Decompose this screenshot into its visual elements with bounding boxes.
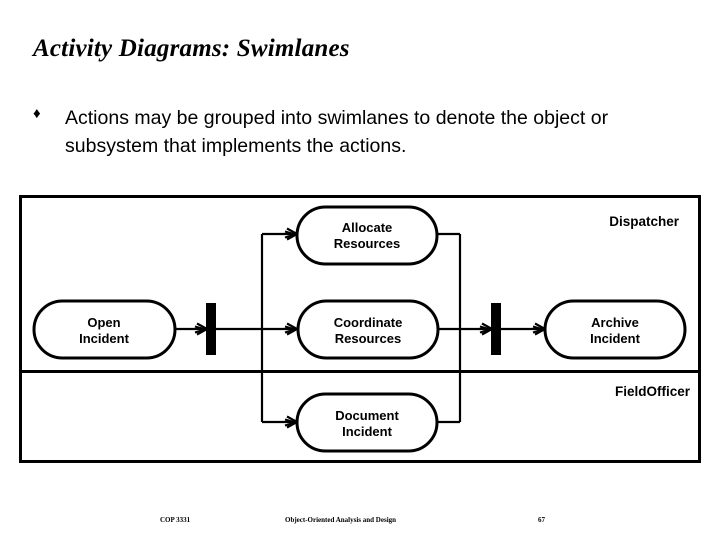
node-allocate-resources-shape	[295, 205, 439, 266]
arrowhead-open-to-fork-inner	[194, 325, 209, 334]
node-coordinate-resources-shape	[296, 299, 440, 360]
node-coordinate-resources-label-line2: Resources	[335, 331, 401, 346]
node-allocate-resources[interactable]: Allocate Resources	[295, 205, 439, 266]
activity-diagram-svg: Open Incident Allocate Resources Coordin…	[19, 195, 701, 463]
swimlane-outer-border	[19, 195, 701, 463]
fork-bar[interactable]	[206, 303, 216, 355]
diamond-bullet-icon: ♦	[33, 105, 41, 122]
node-document-incident-label-line1: Document	[335, 408, 399, 423]
arrowhead-join-to-archive-inner	[532, 325, 547, 334]
node-archive-incident-label-line2: Incident	[590, 331, 641, 346]
slide-footer: COP 3331 Object-Oriented Analysis and De…	[0, 512, 720, 532]
node-open-incident-label-line2: Incident	[79, 331, 130, 346]
swimlane-frame	[19, 195, 701, 463]
footer-page-number: 67	[538, 516, 545, 524]
arrowhead-trunk-to-allocate-inner	[284, 230, 299, 239]
node-document-incident[interactable]: Document Incident	[295, 392, 439, 453]
page-title: Activity Diagrams: Swimlanes	[33, 35, 350, 62]
node-archive-incident-shape	[543, 299, 687, 360]
node-open-incident-label-line1: Open	[87, 315, 120, 330]
node-document-incident-shape	[295, 392, 439, 453]
node-coordinate-resources-label-line1: Coordinate	[334, 315, 403, 330]
footer-course-code: COP 3331	[160, 516, 191, 524]
list-item: ♦ Actions may be grouped into swimlanes …	[33, 104, 673, 160]
node-archive-incident-label-line1: Archive	[591, 315, 639, 330]
activity-diagram: Open Incident Allocate Resources Coordin…	[19, 195, 701, 463]
arrowhead-trunk-to-document-inner	[284, 418, 299, 427]
node-open-incident[interactable]: Open Incident	[32, 299, 177, 360]
arrowhead-coordinate-to-join-inner	[479, 325, 494, 334]
bullet-text: Actions may be grouped into swimlanes to…	[65, 107, 609, 157]
join-bar[interactable]	[491, 303, 501, 355]
node-allocate-resources-label-line2: Resources	[334, 236, 400, 251]
node-coordinate-resources[interactable]: Coordinate Resources	[296, 299, 440, 360]
node-allocate-resources-label-line1: Allocate	[342, 220, 393, 235]
node-archive-incident[interactable]: Archive Incident	[543, 299, 687, 360]
lane-label-fieldofficer: FieldOfficer	[615, 384, 691, 399]
bullet-list: ♦ Actions may be grouped into swimlanes …	[33, 104, 673, 160]
node-open-incident-shape	[32, 299, 177, 360]
arrowhead-fork-to-coordinate-inner	[284, 325, 299, 334]
footer-course-title: Object-Oriented Analysis and Design	[285, 516, 397, 524]
lane-label-dispatcher: Dispatcher	[609, 214, 680, 229]
node-document-incident-label-line2: Incident	[342, 424, 393, 439]
